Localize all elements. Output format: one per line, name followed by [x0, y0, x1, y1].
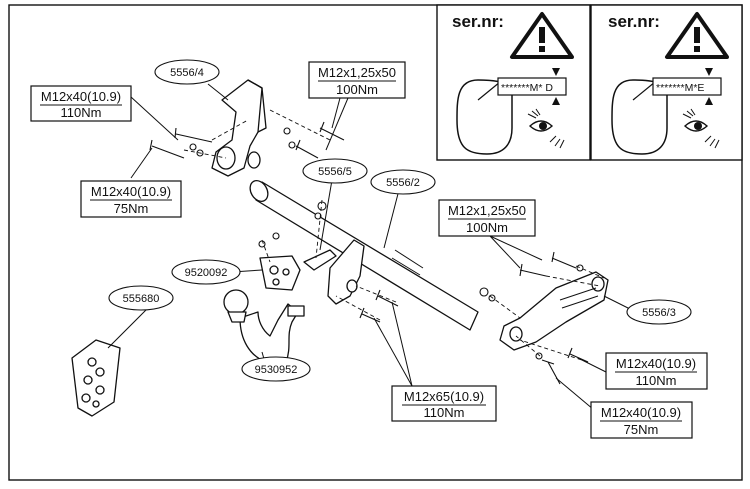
serial-heading-right: ser.nr: [608, 12, 660, 31]
serial-panel-left: ser.nr: *******M* D [436, 4, 591, 161]
mounting-plate [259, 255, 301, 291]
svg-text:75Nm: 75Nm [624, 422, 659, 437]
svg-text:5556/5: 5556/5 [318, 166, 352, 178]
svg-text:M12x65(10.9): M12x65(10.9) [404, 389, 484, 404]
spec-top-center: M12x1,25x50 100Nm [308, 61, 406, 99]
svg-text:555680: 555680 [123, 293, 160, 305]
svg-text:5556/4: 5556/4 [170, 67, 204, 79]
svg-text:M12x1,25x50: M12x1,25x50 [318, 65, 396, 80]
svg-text:M12x40(10.9): M12x40(10.9) [601, 405, 681, 420]
serial-code-left: *******M* D [501, 82, 553, 94]
serial-panel-right: ser.nr: *******M*E [590, 4, 743, 161]
small-bracket [303, 249, 337, 271]
svg-text:M12x40(10.9): M12x40(10.9) [616, 356, 696, 371]
part-label-5556-3: 5556/3 [626, 299, 692, 325]
warning-icon [665, 12, 729, 59]
warning-icon [510, 12, 574, 59]
serial-code-right: *******M*E [656, 82, 704, 94]
bracket-right [499, 271, 609, 351]
part-label-555680: 555680 [108, 285, 174, 311]
svg-text:9530952: 9530952 [255, 364, 298, 376]
svg-text:100Nm: 100Nm [336, 82, 378, 97]
spec-mid-left: M12x40(10.9) 75Nm [80, 180, 182, 218]
tow-ball-neck [239, 303, 299, 363]
svg-text:M12x40(10.9): M12x40(10.9) [41, 89, 121, 104]
eye-icon [682, 108, 720, 149]
center-plate [327, 239, 365, 305]
part-label-5556-2: 5556/2 [370, 169, 436, 195]
assembly-lines [183, 109, 605, 363]
svg-text:110Nm: 110Nm [424, 405, 465, 420]
spec-right-mid: M12x40(10.9) 110Nm [605, 352, 708, 390]
svg-text:110Nm: 110Nm [636, 373, 677, 388]
bolt [149, 139, 185, 159]
svg-text:9520092: 9520092 [185, 267, 228, 279]
svg-text:110Nm: 110Nm [61, 105, 102, 120]
spec-right-upper: M12x1,25x50 100Nm [438, 199, 536, 237]
part-label-9530952: 9530952 [241, 356, 311, 382]
spec-bottom-center: M12x65(10.9) 110Nm [391, 385, 497, 422]
eye-icon [527, 108, 565, 149]
svg-text:M12x40(10.9): M12x40(10.9) [91, 184, 171, 199]
serial-tag-left [497, 77, 567, 96]
part-label-5556-5: 5556/5 [302, 158, 368, 184]
svg-text:75Nm: 75Nm [114, 201, 149, 216]
outer-frame [8, 4, 743, 481]
serial-heading-left: ser.nr: [452, 12, 504, 31]
spec-top-left: M12x40(10.9) 110Nm [30, 85, 132, 122]
serial-tag-right [652, 77, 722, 96]
svg-text:5556/3: 5556/3 [642, 307, 676, 319]
fasteners [149, 121, 589, 385]
part-label-9520092: 9520092 [171, 259, 241, 285]
parts-drawing [71, 79, 609, 417]
spec-right-bottom: M12x40(10.9) 75Nm [590, 401, 693, 439]
svg-text:M12x1,25x50: M12x1,25x50 [448, 203, 526, 218]
svg-text:5556/2: 5556/2 [386, 177, 420, 189]
part-label-5556-4: 5556/4 [154, 59, 220, 85]
svg-text:100Nm: 100Nm [466, 220, 508, 235]
